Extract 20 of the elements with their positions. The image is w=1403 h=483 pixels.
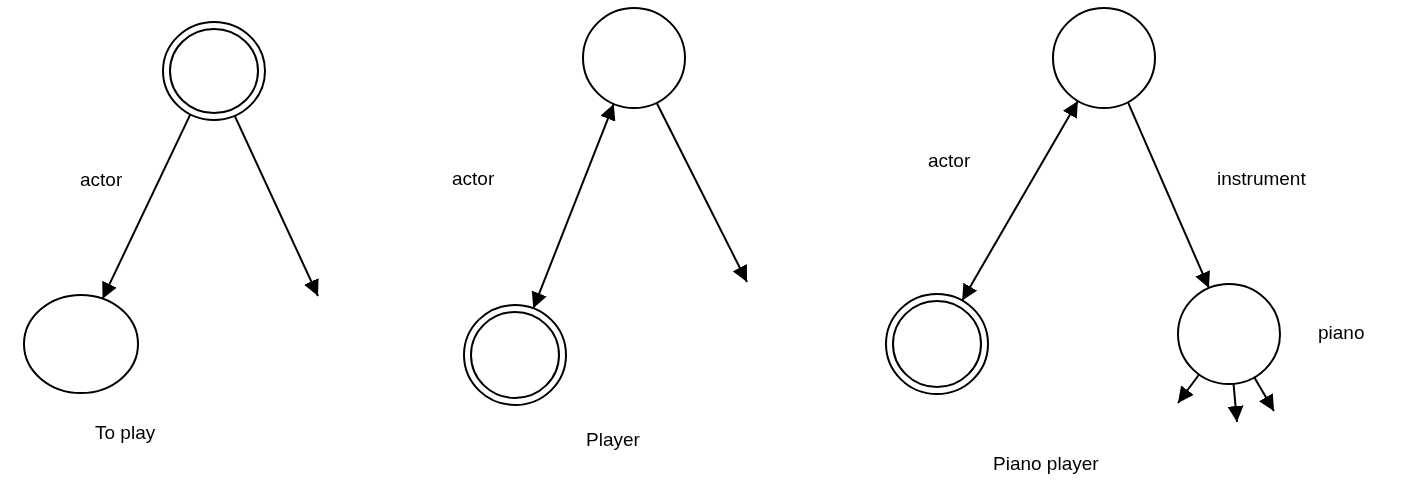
caption: To play <box>95 422 156 445</box>
circle-node <box>1052 7 1156 109</box>
arrow <box>101 113 192 300</box>
arrow <box>1253 376 1275 412</box>
node-caption: piano <box>1318 322 1365 345</box>
arrow <box>1227 382 1244 423</box>
circle-node <box>1177 283 1281 385</box>
arrow <box>961 99 1079 302</box>
circle-node <box>23 294 139 394</box>
double-circle-node <box>463 304 567 406</box>
circle-node <box>582 7 686 109</box>
arrow <box>1177 373 1201 404</box>
double-circle-node <box>885 293 989 395</box>
arrow <box>233 114 319 297</box>
arrow <box>655 101 748 283</box>
double-circle-node <box>162 21 266 121</box>
arrow <box>1126 101 1210 289</box>
arrow <box>531 102 616 310</box>
caption: Player <box>586 429 640 452</box>
caption: Piano player <box>993 453 1099 476</box>
